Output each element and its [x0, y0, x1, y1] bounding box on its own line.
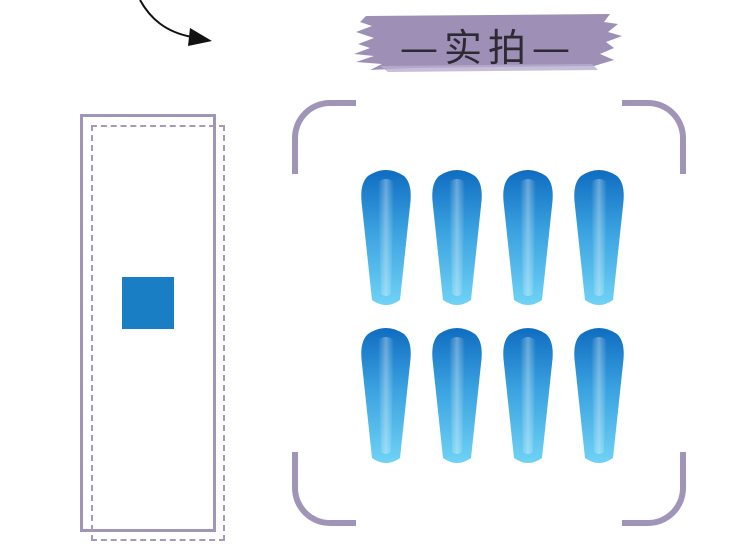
banner-title: —实拍— [399, 25, 576, 70]
nail-tip [432, 328, 482, 463]
curved-arrow-icon [139, 0, 212, 46]
photo-frame-corner-bottom-right [622, 452, 686, 526]
nail-tip [503, 170, 553, 305]
photo-frame-corner-top-right [622, 100, 686, 174]
nail-tip [361, 328, 411, 463]
nail-tip [503, 328, 553, 463]
color-swatch [122, 277, 174, 329]
nail-tip [574, 328, 624, 463]
packaging-frame [80, 114, 216, 532]
banner-brush-stroke [354, 14, 622, 72]
photo-frame-corner-top-left [292, 100, 356, 174]
nail-tip [361, 170, 411, 305]
photo-frame-corner-bottom-left [292, 452, 356, 526]
packaging-frame-dashed [91, 125, 225, 541]
nail-tip [574, 170, 624, 305]
nail-tip [432, 170, 482, 305]
